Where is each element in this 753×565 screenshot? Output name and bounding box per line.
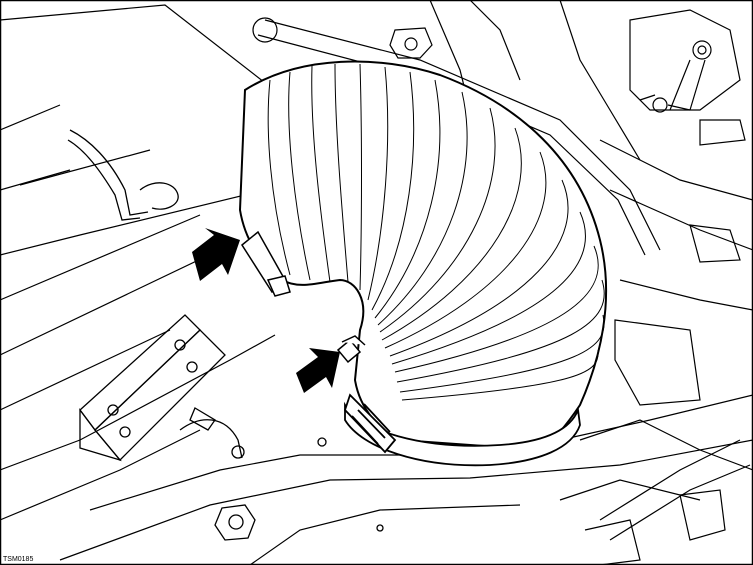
- arrow-right-fitting: [296, 348, 340, 393]
- duct-pleat-lines: [267, 63, 605, 401]
- hose-clamp: [343, 393, 581, 467]
- left-bracket-with-handle: [67, 129, 179, 221]
- figure-code-label: TSM0185: [3, 556, 34, 563]
- duct-fittings: [241, 230, 366, 364]
- corrugated-air-duct: [238, 60, 608, 452]
- bottom-left-nut: [214, 437, 384, 541]
- indicator-arrows: [192, 228, 340, 393]
- arrow-left-fitting: [192, 228, 240, 281]
- floor-bracket: [79, 314, 245, 462]
